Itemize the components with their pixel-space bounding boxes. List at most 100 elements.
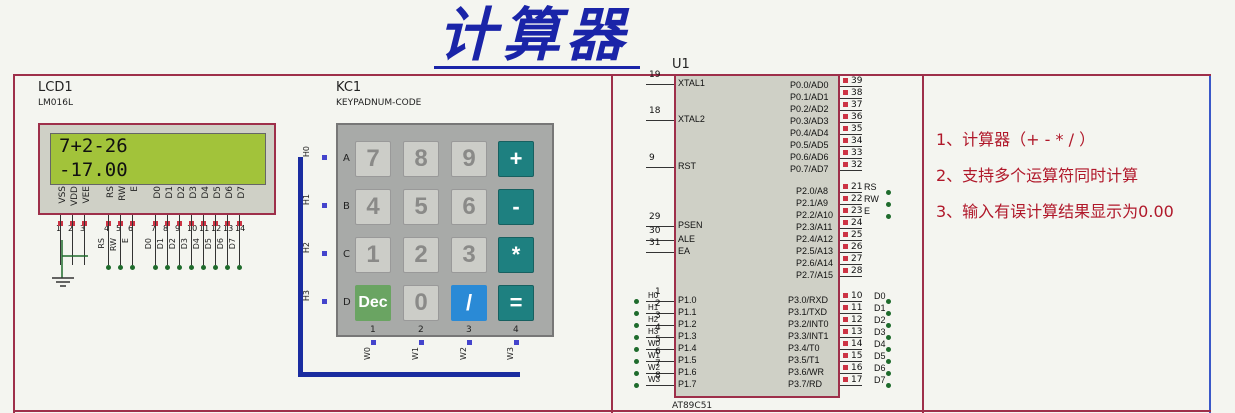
- mcu-pin-num: 2: [655, 299, 661, 309]
- key-3[interactable]: 3: [451, 237, 487, 273]
- keypad-col-terminal: [419, 340, 424, 345]
- keypad-row-c: C: [343, 249, 350, 260]
- mcu-net-junction: [886, 383, 891, 388]
- lcd-pin-vdd: VDD: [70, 186, 80, 207]
- mcu-pin-terminal: [843, 353, 848, 358]
- mcu-pin-line: [840, 373, 862, 374]
- lcd-pin-wire: [215, 215, 216, 265]
- mcu-pin-terminal: [843, 256, 848, 261]
- key-dec[interactable]: Dec: [355, 285, 391, 321]
- mcu-pin-line: [840, 313, 862, 314]
- mcu-pin-p17: P1.7: [678, 379, 697, 389]
- mcu-pin-ea: EA: [678, 246, 691, 256]
- frame-border-right: [922, 74, 924, 413]
- mcu-net-junction: [634, 299, 639, 304]
- mcu-pin-num: 30: [649, 226, 661, 236]
- mcu-pin-p20a8: P2.0/A8: [796, 186, 829, 196]
- mcu-pin-line: [840, 349, 862, 350]
- mcu-net-h3: H3: [648, 327, 659, 336]
- lcd-pin-d5: D5: [213, 186, 223, 199]
- key-2[interactable]: 2: [403, 237, 439, 273]
- mcu-net-junction: [886, 190, 891, 195]
- keypad-row-terminal: [322, 155, 327, 160]
- mcu-pin-p25a13: P2.5/A13: [796, 246, 834, 256]
- mcu-pin-num: 16: [851, 363, 863, 373]
- key-0[interactable]: 0: [403, 285, 439, 321]
- mcu-pin-terminal: [843, 329, 848, 334]
- mcu-pin-line: [840, 146, 862, 147]
- frame-divider: [611, 74, 613, 413]
- lcd-pin-d4: D4: [201, 186, 211, 199]
- mcu-net-h2: H2: [648, 315, 659, 324]
- mcu-pin-p21a9: P2.1/A9: [796, 198, 829, 208]
- key-9[interactable]: 9: [451, 141, 487, 177]
- mcu-pin-terminal: [843, 293, 848, 298]
- mcu-pin-p04ad4: P0.4/AD4: [790, 128, 829, 138]
- mcu-pin-p32int0: P3.2/INT0: [788, 319, 829, 329]
- mcu-pin-line: [646, 385, 674, 386]
- keypad-row-terminal: [322, 203, 327, 208]
- mcu-net-junction: [634, 359, 639, 364]
- lcd-pin-number: 1: [56, 224, 62, 233]
- key-equals[interactable]: =: [498, 285, 534, 321]
- key-8[interactable]: 8: [403, 141, 439, 177]
- mcu-pin-terminal: [843, 114, 848, 119]
- mcu-pin-num: 8: [655, 371, 661, 381]
- key-minus[interactable]: -: [498, 189, 534, 225]
- mcu-pin-line: [646, 120, 674, 121]
- keypad-col-3: 3: [466, 325, 472, 335]
- key-multiply[interactable]: *: [498, 237, 534, 273]
- lcd-pin-wire: [203, 215, 204, 265]
- title-underline: [434, 66, 640, 69]
- mcu-component[interactable]: [674, 74, 840, 398]
- key-plus[interactable]: +: [498, 141, 534, 177]
- mcu-pin-ale: ALE: [678, 234, 696, 244]
- lcd-pin-d0: D0: [153, 186, 163, 199]
- mcu-pin-terminal: [843, 90, 848, 95]
- mcu-net-junction: [634, 311, 639, 316]
- key-1[interactable]: 1: [355, 237, 391, 273]
- mcu-pin-line: [840, 110, 862, 111]
- lcd-pin-junction: [225, 265, 230, 270]
- mcu-pin-num: 10: [851, 291, 863, 301]
- mcu-pin-p26a14: P2.6/A14: [796, 258, 834, 268]
- keypad-col-terminal: [371, 340, 376, 345]
- mcu-pin-num: 9: [649, 153, 655, 163]
- mcu-net-d2: D2: [874, 315, 886, 325]
- key-4[interactable]: 4: [355, 189, 391, 225]
- mcu-net-d0: D0: [874, 291, 886, 301]
- lcd-pin-number: 7: [151, 224, 157, 233]
- keypad-bus-horizontal: [298, 372, 520, 377]
- mcu-pin-p36wr: P3.6/WR: [788, 367, 825, 377]
- mcu-pin-num: 31: [649, 238, 661, 248]
- mcu-pin-num: 13: [851, 327, 863, 337]
- lcd-pin-e: E: [130, 186, 140, 192]
- mcu-pin-terminal: [843, 244, 848, 249]
- lcd-pin-rs: RS: [106, 186, 116, 198]
- mcu-pin-p16: P1.6: [678, 367, 697, 377]
- mcu-pin-line: [646, 301, 674, 302]
- mcu-pin-num: 23: [851, 206, 863, 216]
- mcu-pin-terminal: [843, 162, 848, 167]
- mcu-pin-line: [840, 170, 862, 171]
- keypad-col-net-w3: W3: [506, 347, 515, 360]
- mcu-pin-p06ad6: P0.6/AD6: [790, 152, 829, 162]
- key-7[interactable]: 7: [355, 141, 391, 177]
- page-title: 计算器: [438, 1, 631, 69]
- lcd-pin-junction: [237, 265, 242, 270]
- mcu-net-junction: [886, 371, 891, 376]
- lcd-pin-wire: [155, 215, 156, 265]
- lcd-pin-number: 10: [187, 224, 198, 233]
- key-divide[interactable]: /: [451, 285, 487, 321]
- mcu-net-junction: [634, 323, 639, 328]
- mcu-pin-num: 3: [655, 311, 661, 321]
- mcu-pin-terminal: [843, 305, 848, 310]
- mcu-pin-num: 33: [851, 148, 863, 158]
- mcu-net-h0: H0: [648, 291, 659, 300]
- key-5[interactable]: 5: [403, 189, 439, 225]
- keypad-row-net-h3: H3: [302, 290, 311, 302]
- mcu-pin-psen: PSEN: [678, 220, 703, 230]
- key-6[interactable]: 6: [451, 189, 487, 225]
- mcu-pin-num: 7: [655, 359, 661, 369]
- lcd-pin-junction: [213, 265, 218, 270]
